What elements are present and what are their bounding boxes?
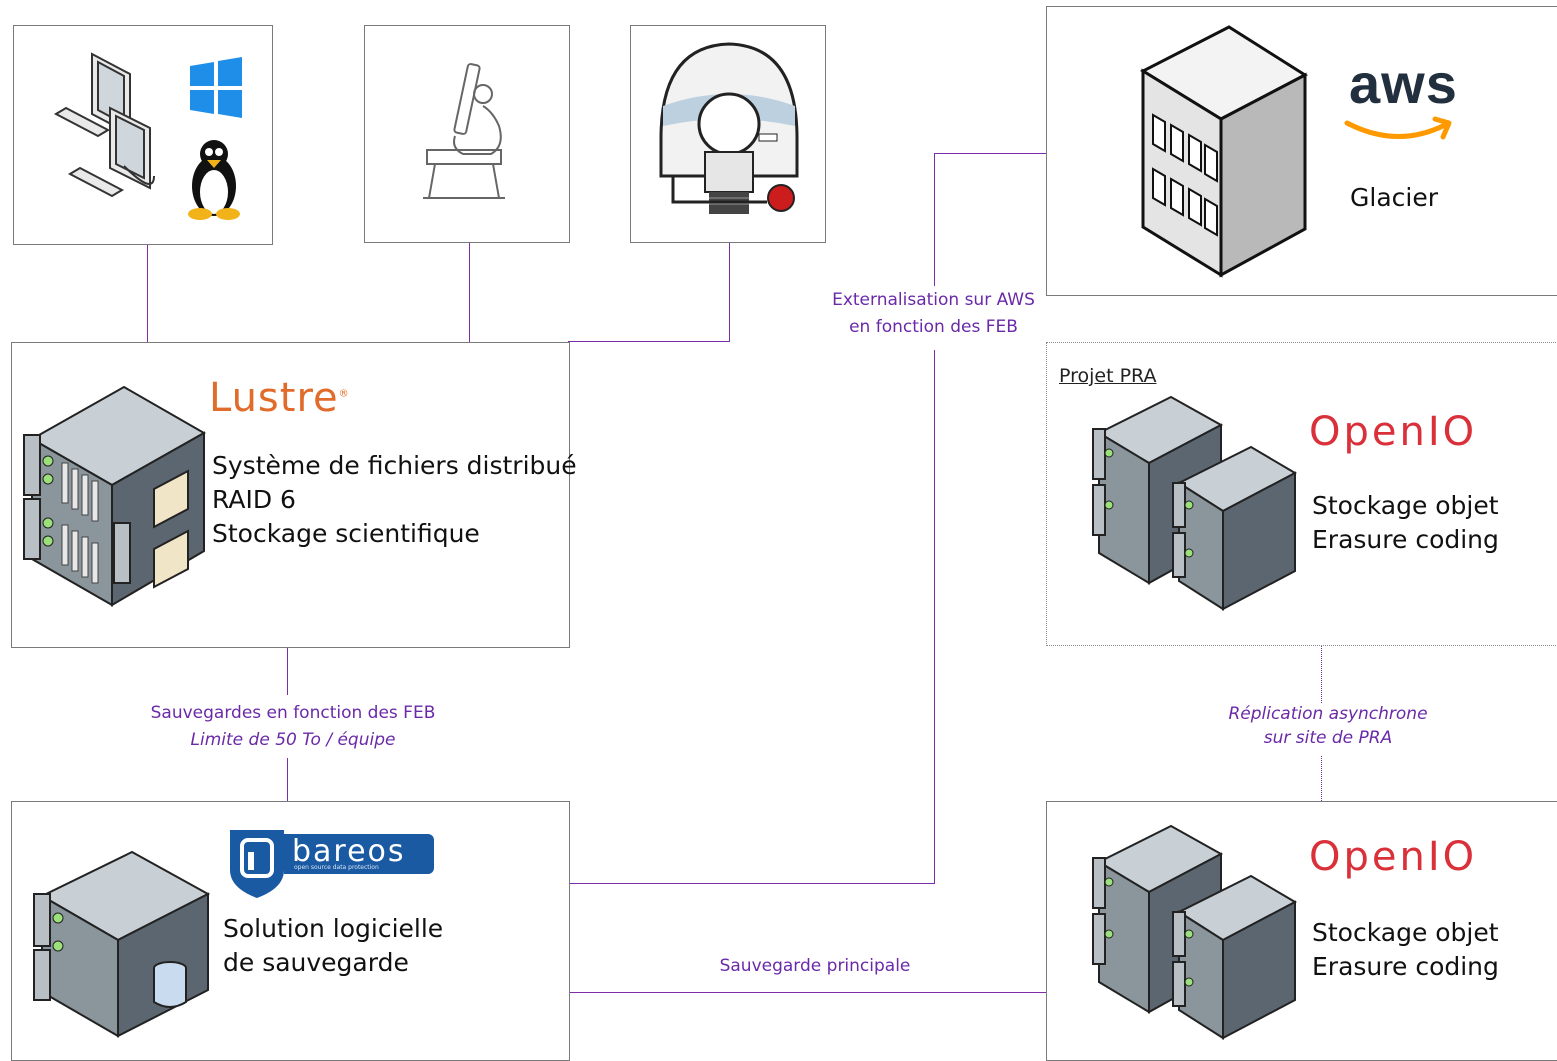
sauvegardes-line-2: Limite de 50 To / équipe	[190, 730, 396, 750]
bareos-banner: bareos open source data protection	[284, 834, 434, 874]
lustre-line-3: Stockage scientifique	[212, 519, 480, 548]
lustre-line-1: Système de fichiers distribué	[212, 451, 577, 480]
principale-label: Sauvegarde principale	[690, 953, 940, 980]
server-rack-icon	[23, 385, 207, 607]
openio-main-line-2: Erasure coding	[1312, 952, 1499, 981]
bareos-line-2: de sauvegarde	[223, 948, 409, 977]
externalisation-line-1: Externalisation sur AWS	[832, 290, 1035, 310]
connector-bareos-aws	[568, 883, 935, 884]
aws-service-name: Glacier	[1350, 183, 1438, 212]
replication-label: Réplication asynchrone sur site de PRA	[1200, 702, 1456, 750]
aws-glacier-box: aws Glacier	[1046, 6, 1557, 296]
mri-box	[630, 25, 826, 243]
connector-workstations	[147, 244, 148, 343]
connector-lustre-bareos	[287, 647, 288, 695]
replication-line-2: sur site de PRA	[1263, 728, 1393, 748]
connector-replication-upper	[1321, 645, 1322, 703]
connector-aws-top	[934, 153, 1047, 154]
bareos-tagline: open source data protection	[294, 864, 379, 871]
externalisation-line-2: en fonction des FEB	[849, 317, 1018, 337]
connector-microscope	[469, 242, 470, 343]
lustre-logo-text: Lustre	[209, 375, 339, 421]
pra-openio-logo: OpenIO	[1309, 409, 1478, 455]
workstations-windows-linux-icon	[53, 52, 242, 220]
openio-main-logo: OpenIO	[1309, 834, 1478, 880]
sauvegardes-label: Sauvegardes en fonction des FEB Limite d…	[118, 700, 468, 754]
replication-line-1: Réplication asynchrone	[1228, 704, 1428, 724]
mri-scanner-icon	[659, 42, 799, 214]
bareos-shield-icon	[230, 830, 284, 898]
openio-main-box: OpenIO Stockage objet Erasure coding	[1046, 801, 1557, 1061]
aws-smile-icon	[1344, 116, 1452, 140]
backup-server-icon	[33, 850, 211, 1038]
lustre-logo: Lustre®	[209, 375, 350, 421]
pra-line-2: Erasure coding	[1312, 525, 1499, 554]
microscope-box	[364, 25, 570, 243]
aws-logo: aws	[1349, 52, 1458, 115]
lustre-logo-mark: ®	[338, 388, 350, 400]
connector-mri	[729, 242, 730, 342]
principale-text: Sauvegarde principale	[719, 956, 911, 976]
bareos-box: bareos open source data protection Solut…	[11, 801, 570, 1061]
connector-replication-lower	[1321, 756, 1322, 801]
pra-box: Projet PRA OpenIO Stockage objet Erasure…	[1046, 342, 1557, 646]
server-cluster-icon	[1092, 824, 1298, 1040]
openio-main-line-1: Stockage objet	[1312, 918, 1499, 947]
connector-lustre-bareos-lower	[287, 758, 288, 802]
lustre-line-2: RAID 6	[212, 485, 296, 514]
pra-line-1: Stockage objet	[1312, 491, 1499, 520]
datacenter-building-icon	[1139, 25, 1309, 278]
sauvegardes-line-1: Sauvegardes en fonction des FEB	[150, 703, 436, 723]
pra-title: Projet PRA	[1059, 365, 1157, 387]
externalisation-label: Externalisation sur AWS en fonction des …	[806, 287, 1061, 341]
connector-aws-vertical-lower	[934, 350, 935, 884]
lustre-box: Lustre® Système de fichiers distribué RA…	[11, 342, 577, 648]
connector-bareos-openio	[568, 992, 1048, 993]
bareos-logo: bareos	[292, 834, 406, 869]
bareos-line-1: Solution logicielle	[223, 914, 444, 943]
workstations-box	[13, 25, 273, 245]
server-cluster-icon	[1092, 395, 1298, 611]
connector-aws-vertical-upper	[934, 153, 935, 286]
microscope-icon	[423, 63, 505, 199]
connector-mri-horizontal	[568, 341, 730, 342]
